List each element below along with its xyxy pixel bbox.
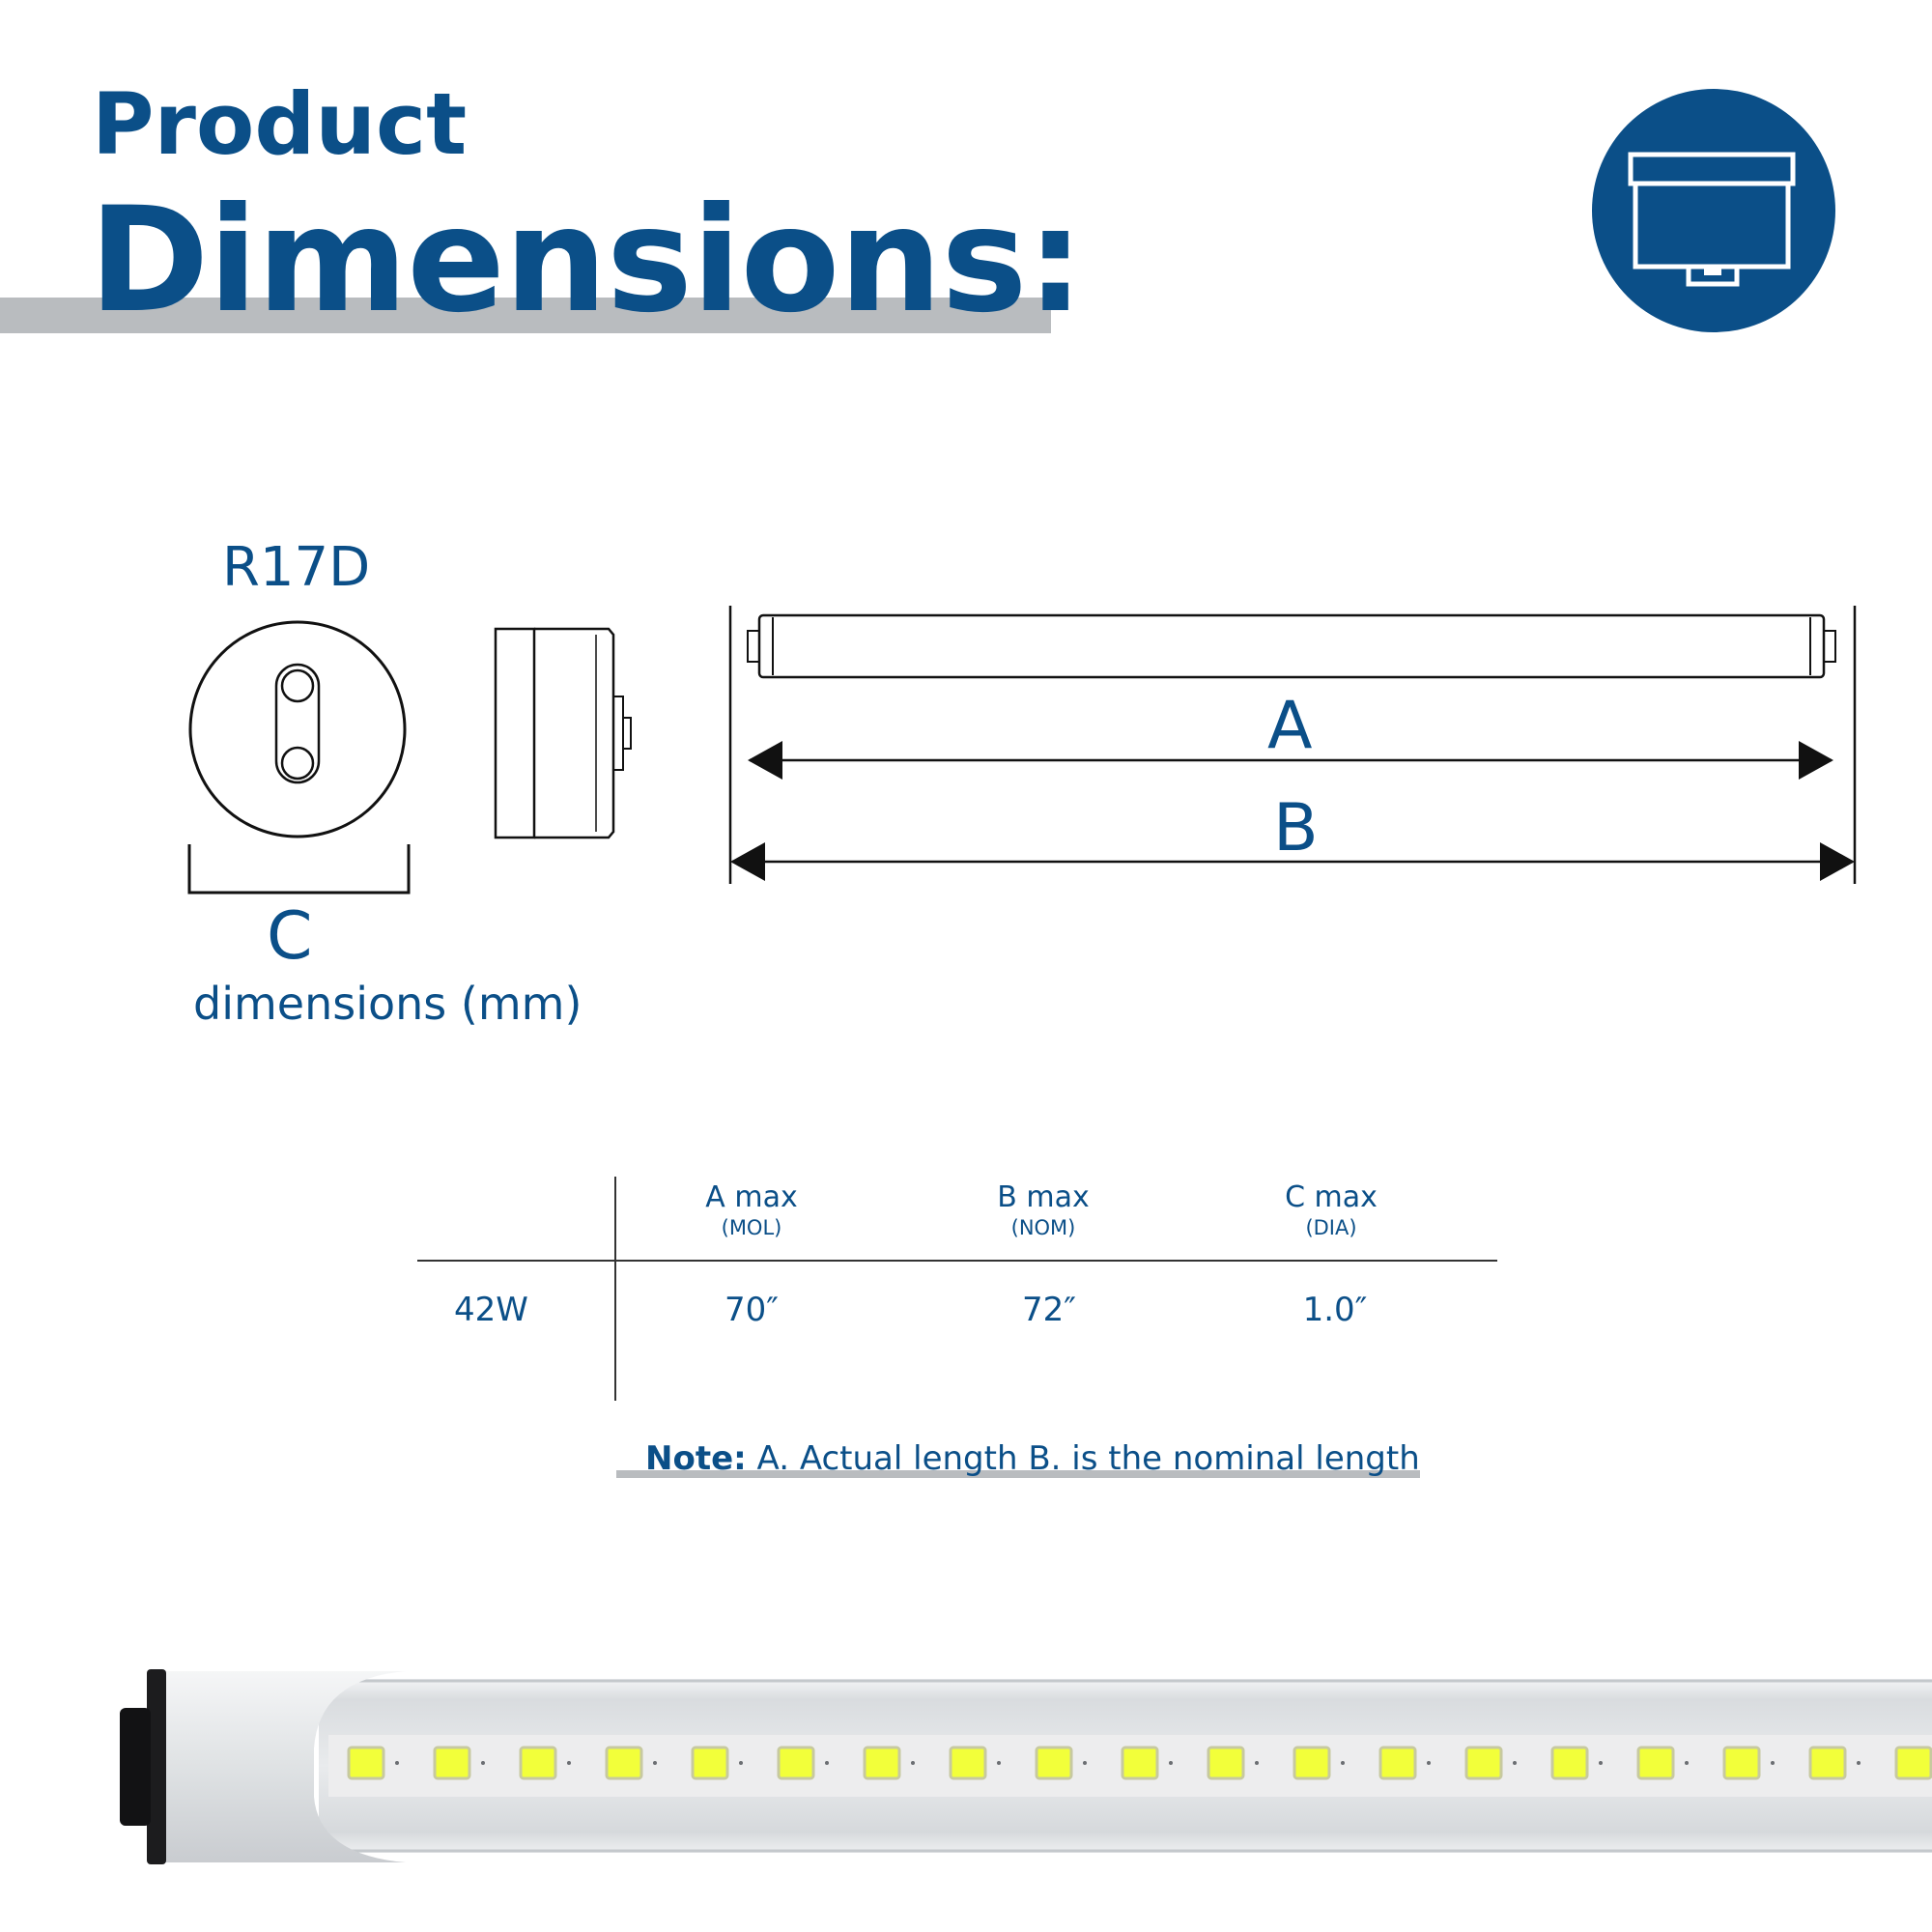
column-header-label: C max	[1285, 1180, 1378, 1214]
table-divider-vertical	[614, 1177, 616, 1401]
cell-b-max: 72″	[1022, 1291, 1076, 1329]
led-chip-row	[347, 1746, 1932, 1780]
column-header-c: C max (DIA)	[1215, 1180, 1447, 1239]
tube-end-cap-icon	[1628, 152, 1796, 287]
dimension-c-label: C	[267, 898, 313, 975]
dimension-b-label: B	[1273, 790, 1319, 867]
tube-length-diagram	[728, 606, 1857, 884]
note-label: Note:	[645, 1439, 747, 1478]
row-label-wattage: 42W	[454, 1291, 528, 1329]
note-text: Note: A. Actual length B. is the nominal…	[645, 1439, 1420, 1478]
dimension-a-label: A	[1267, 688, 1313, 764]
side-view-diagram	[494, 627, 632, 839]
column-header-sub: (MOL)	[721, 1216, 782, 1239]
page-title: Dimensions:	[89, 177, 1085, 345]
note-body: A. Actual length B. is the nominal lengt…	[746, 1439, 1420, 1478]
led-tube-image	[120, 1669, 1932, 1864]
column-header-label: B max	[997, 1180, 1090, 1214]
cell-a-max: 70″	[724, 1291, 779, 1329]
base-type-label: R17D	[222, 536, 371, 599]
table-divider-horizontal	[417, 1260, 1497, 1262]
end-view-diagram	[187, 620, 411, 895]
column-header-a: A max (MOL)	[636, 1180, 867, 1239]
title-line-1: Product	[92, 74, 468, 174]
category-badge	[1592, 89, 1835, 332]
column-header-sub: (NOM)	[1010, 1216, 1076, 1239]
column-header-sub: (DIA)	[1305, 1216, 1357, 1239]
cell-c-max: 1.0″	[1302, 1291, 1368, 1329]
note-underline-bar	[616, 1470, 1420, 1478]
title-underline-bar	[0, 298, 1051, 333]
units-label: dimensions (mm)	[193, 978, 582, 1030]
column-header-b: B max (NOM)	[927, 1180, 1159, 1239]
column-header-label: A max	[705, 1180, 798, 1214]
